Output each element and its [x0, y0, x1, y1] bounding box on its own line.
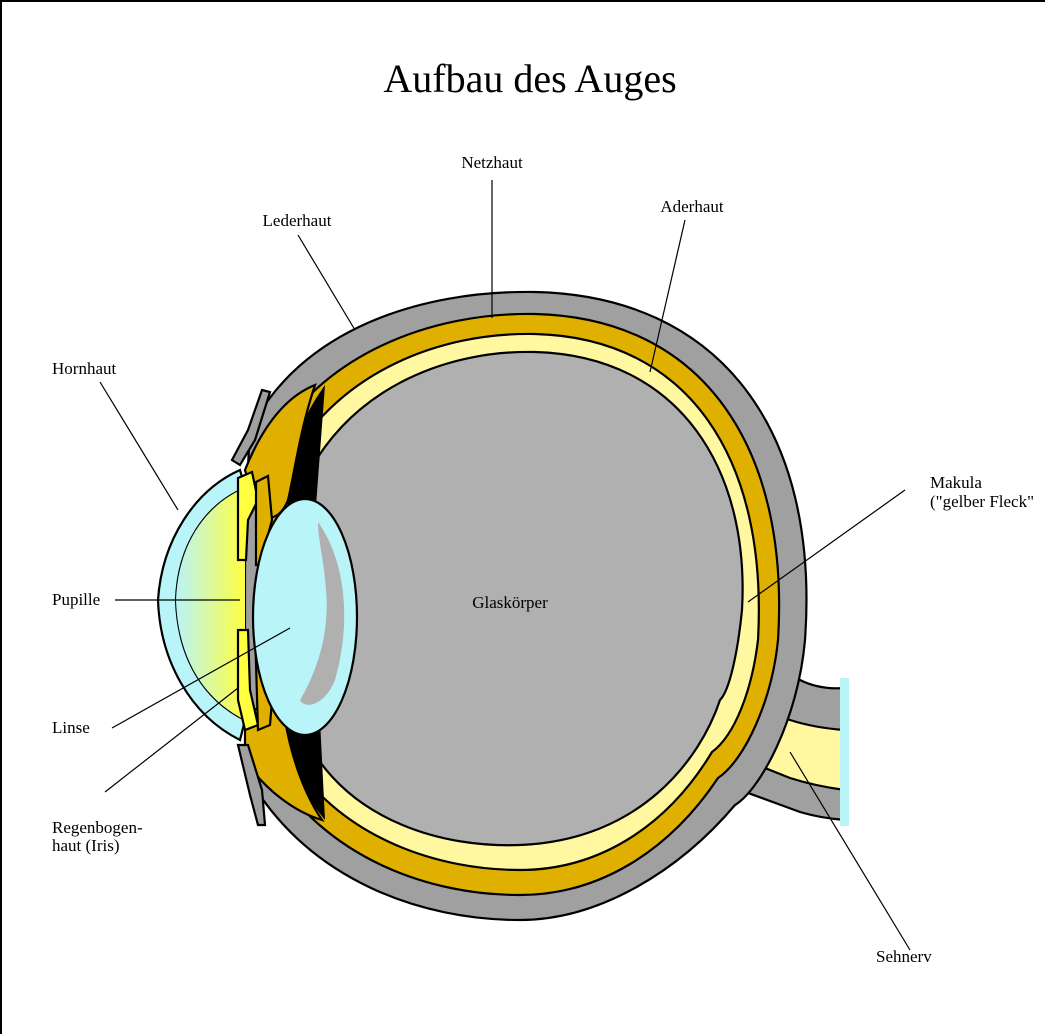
leader-regenbogenhaut — [105, 688, 238, 792]
diagram-title: Aufbau des Auges — [383, 56, 676, 101]
label-lederhaut: Lederhaut — [263, 211, 332, 230]
label-hornhaut: Hornhaut — [52, 359, 116, 378]
label-glaskoerper: Glaskörper — [472, 593, 548, 612]
leader-lederhaut — [298, 235, 355, 330]
label-netzhaut: Netzhaut — [461, 153, 523, 172]
label-linse: Linse — [52, 718, 90, 737]
label-makula-line1: Makula — [930, 473, 982, 492]
label-pupille: Pupille — [52, 590, 100, 609]
optic-nerve-cut — [840, 678, 849, 826]
label-makula-line2: ("gelber Fleck" — [930, 492, 1034, 511]
label-regenbogenhaut-line1: Regenbogen- — [52, 818, 143, 837]
label-aderhaut: Aderhaut — [660, 197, 724, 216]
leader-sehnerv — [790, 752, 910, 950]
label-sehnerv: Sehnerv — [876, 947, 932, 966]
leader-hornhaut — [100, 382, 178, 510]
label-regenbogenhaut-line2: haut (Iris) — [52, 836, 120, 855]
